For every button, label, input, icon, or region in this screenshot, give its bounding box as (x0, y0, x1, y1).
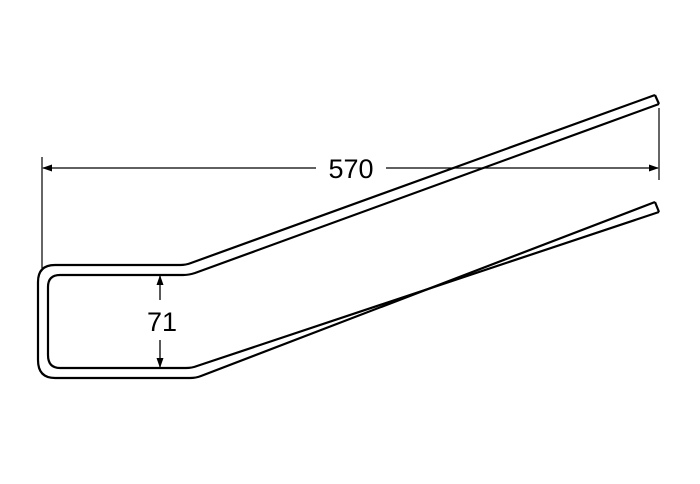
tine-outer-outline (36, 93, 656, 380)
tine-inner-outline (46, 102, 660, 370)
width-dimension-label: 71 (147, 307, 177, 337)
tine-tip-bottom (653, 201, 661, 213)
length-dimension-label: 570 (328, 154, 373, 184)
tine-tip-top (653, 94, 661, 105)
